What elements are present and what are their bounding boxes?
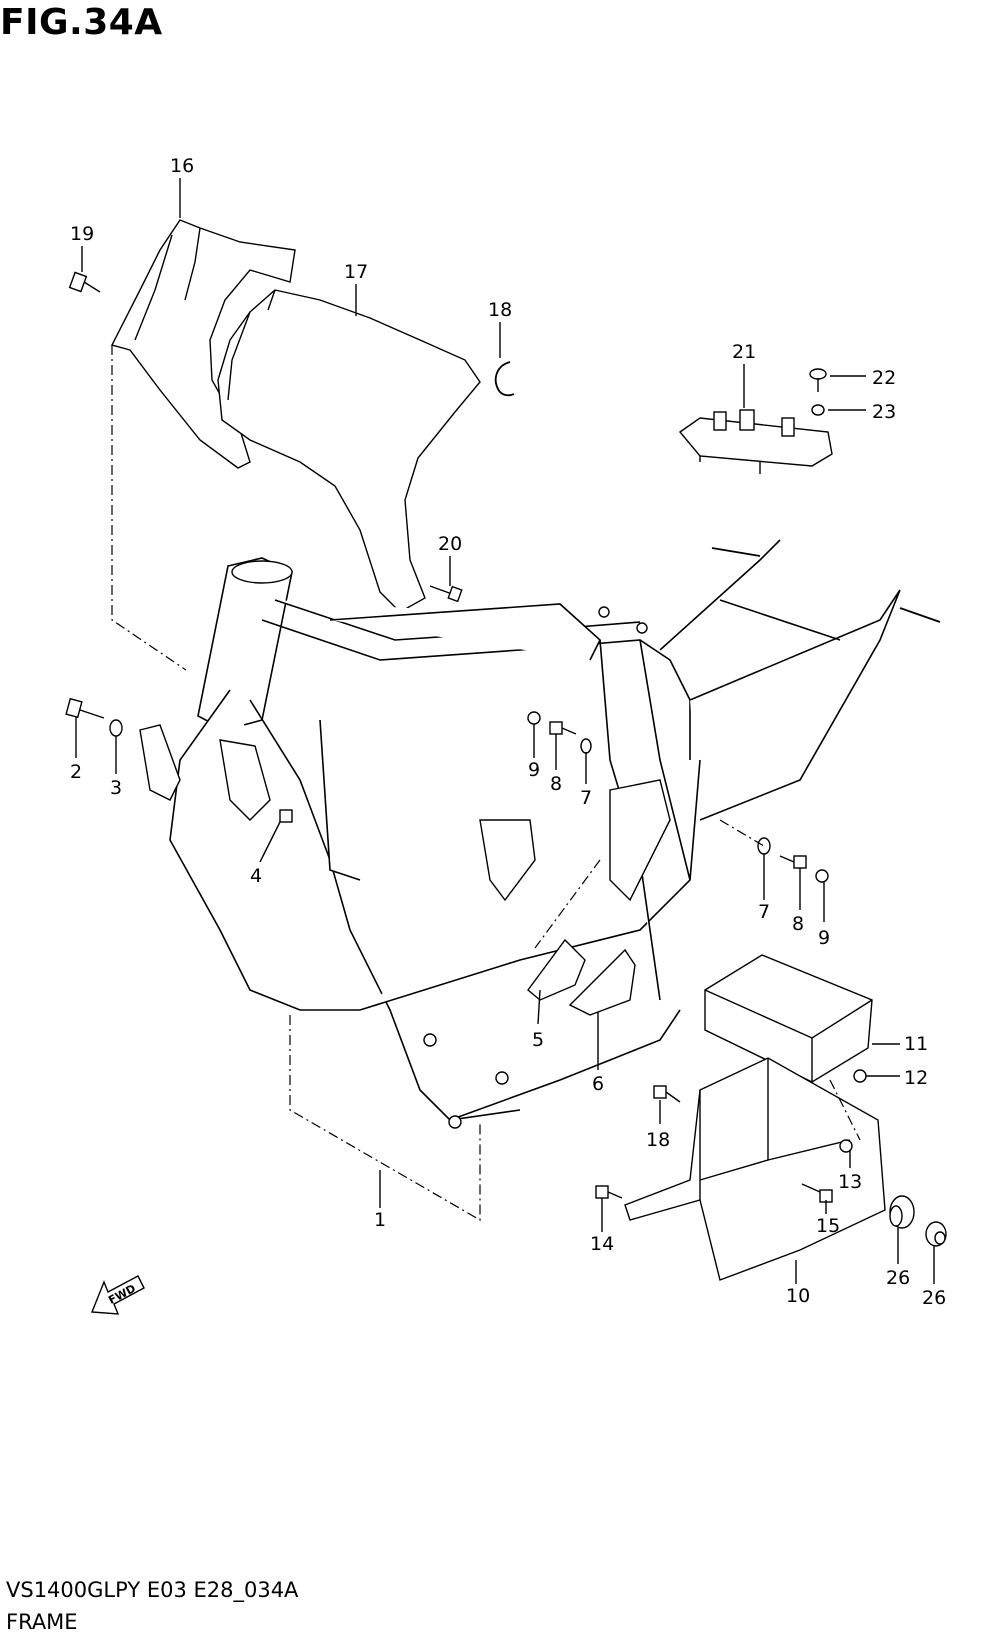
- nut-13: [839, 1139, 853, 1153]
- reference-line: [289, 1015, 481, 1222]
- clip-part: [494, 361, 515, 397]
- reference-line: [829, 1079, 861, 1141]
- bolt-8a: [549, 721, 563, 735]
- nut-4: [279, 809, 293, 823]
- nut-26: [811, 404, 825, 416]
- washer-7b: [757, 837, 771, 855]
- callout-label: 14: [590, 1233, 614, 1255]
- model-code: VS1400GLPY E03 E28_034A: [6, 1578, 299, 1602]
- relay-bracket: [678, 409, 833, 474]
- bolt-8b: [793, 855, 807, 869]
- callout-label: 23: [872, 401, 896, 423]
- reference-line: [111, 345, 187, 671]
- bolt-2: [65, 697, 105, 719]
- callout-label: 13: [838, 1171, 862, 1193]
- nut-9a: [527, 711, 541, 725]
- callout-label: 8: [792, 913, 804, 935]
- callout-label: 1: [374, 1209, 386, 1231]
- bracket-plate-6: [568, 948, 636, 1016]
- callout-label: 9: [528, 759, 540, 781]
- callout-label: 26: [886, 1267, 910, 1289]
- main-frame: [139, 539, 941, 1129]
- callout-label: 7: [758, 901, 770, 923]
- collar-18: [925, 1221, 947, 1247]
- bolt-14: [595, 1185, 609, 1199]
- callout-label: 2: [70, 761, 82, 783]
- callout-labels: 16 19 17 18 21 22 23 20 2 3 4 9 8 7 7 8 …: [70, 155, 946, 1309]
- callout-label: 8: [550, 773, 562, 795]
- callout-label: 17: [344, 261, 368, 283]
- callout-label: 21: [732, 341, 756, 363]
- battery-box: [704, 954, 873, 1083]
- nut-9b: [815, 869, 829, 883]
- callout-label: 5: [532, 1029, 544, 1051]
- callout-label: 6: [592, 1073, 604, 1095]
- callout-label: 10: [786, 1285, 810, 1307]
- callout-label: 11: [904, 1033, 928, 1055]
- screw-12: [853, 1069, 867, 1083]
- grommet-17: [889, 1195, 915, 1229]
- bolt-16: [653, 1085, 667, 1099]
- callout-label: 4: [250, 865, 262, 887]
- washer-7a: [580, 738, 592, 754]
- figure-title: FIG.34A: [0, 2, 163, 43]
- callout-label: 9: [818, 927, 830, 949]
- washer-3: [109, 719, 123, 737]
- bolt-22: [68, 271, 101, 293]
- callout-label: 3: [110, 777, 122, 799]
- callout-label: 12: [904, 1067, 928, 1089]
- callout-label: 20: [438, 533, 462, 555]
- reference-line: [534, 859, 601, 949]
- battery-holder: [624, 1057, 886, 1281]
- figure-caption: FRAME: [6, 1610, 78, 1634]
- callout-label: 18: [646, 1129, 670, 1151]
- callout-label: 19: [70, 223, 94, 245]
- leader-lines: [75, 178, 935, 1284]
- reference-line: [719, 819, 765, 847]
- fwd-arrow-icon: FWD: [90, 1275, 145, 1315]
- callout-label: 18: [488, 299, 512, 321]
- callout-label: 22: [872, 367, 896, 389]
- callout-label: 26: [922, 1287, 946, 1309]
- bracket-plate-5: [527, 938, 586, 1001]
- tank-cover-right: [217, 289, 481, 613]
- callout-label: 16: [170, 155, 194, 177]
- callout-label: 15: [816, 1215, 840, 1237]
- bolt-23: [429, 585, 463, 603]
- screw-25: [809, 368, 827, 392]
- callout-label: 7: [580, 787, 592, 809]
